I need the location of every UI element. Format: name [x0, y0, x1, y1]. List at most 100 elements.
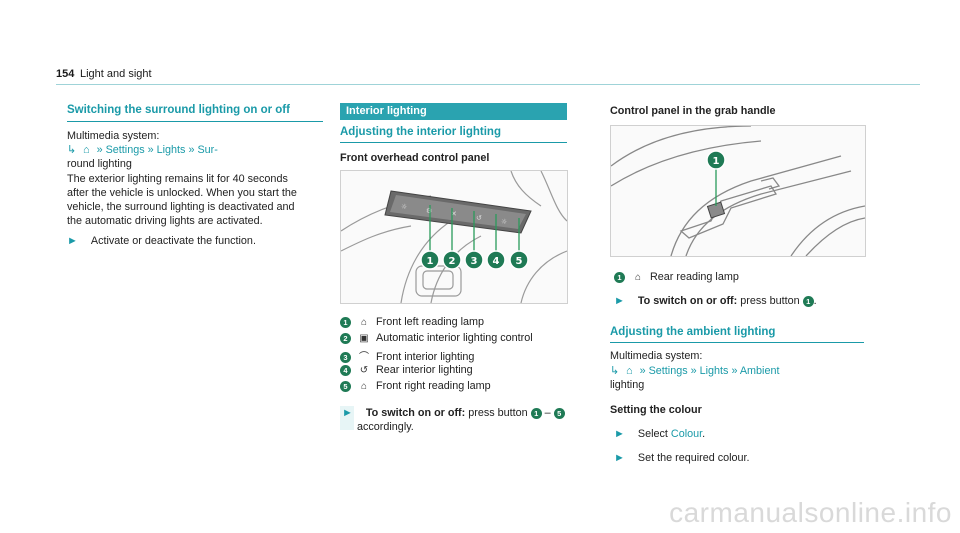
surround-lighting-heading: Switching the surround lighting on or of…	[67, 104, 290, 116]
action-step: ► To switch on or off: press button 1.	[614, 295, 817, 307]
badge: 5	[553, 407, 565, 419]
badge: 3	[340, 351, 351, 363]
svg-text:⚙: ⚙	[426, 207, 432, 215]
callout-3: 3	[471, 256, 478, 267]
heading-rule	[340, 142, 567, 143]
path-settings[interactable]: Settings	[105, 144, 145, 156]
badge: 1	[802, 295, 814, 307]
action-bold: To switch on or off:	[365, 407, 466, 419]
badge: 4	[340, 364, 351, 376]
legend-text: Automatic interior lighting control	[376, 332, 533, 344]
svg-text:☼: ☼	[401, 203, 407, 211]
home-icon[interactable]: ⌂	[626, 365, 633, 377]
set-colour-text: Set the required colour.	[637, 452, 750, 464]
page-number: 154	[56, 68, 75, 80]
multimedia-label: Multimedia system:	[610, 350, 703, 362]
path-continuation[interactable]: round lighting	[67, 158, 132, 170]
interior-lighting-banner: Interior lighting	[340, 103, 567, 120]
callout-2: 2	[449, 256, 456, 267]
ambient-lighting-heading: Adjusting the ambient lighting	[610, 326, 776, 338]
legend-text: Front interior lighting	[376, 351, 475, 363]
desc-line: after the vehicle is unlocked. When you …	[67, 187, 297, 199]
section-title: Light and sight	[80, 68, 152, 80]
svg-text:✕: ✕	[451, 210, 457, 218]
desc-line: The exterior lighting remains lit for 40…	[67, 173, 288, 185]
action-arrow-icon: ►	[614, 295, 625, 307]
svg-text:↺: ↺	[476, 214, 482, 222]
legend-item: 5 ⌂ Front right reading lamp	[340, 380, 491, 392]
action-arrow-icon: ►	[614, 428, 625, 440]
path-arrow-icon: ↳	[610, 365, 620, 377]
adjust-interior-heading: Adjusting the interior lighting	[340, 126, 501, 138]
chevron-icon: »	[147, 144, 154, 156]
path-surround[interactable]: Sur-	[197, 144, 218, 156]
front-interior-light-icon: ⌒	[359, 352, 369, 363]
front-panel-subtitle: Front overhead control panel	[340, 152, 490, 164]
badge: 1	[340, 316, 351, 328]
path-arrow-icon: ↳	[67, 144, 77, 156]
setting-colour-title: Setting the colour	[610, 404, 702, 416]
action-step: ► Select Colour.	[614, 428, 706, 440]
legend-text: Rear reading lamp	[650, 271, 739, 283]
heading-rule	[610, 342, 864, 343]
grab-handle-subtitle: Control panel in the grab handle	[610, 105, 776, 117]
header-divider	[56, 84, 920, 85]
watermark: carmanualsonline.info	[669, 497, 952, 528]
badge: 5	[340, 380, 351, 392]
path-continuation[interactable]: lighting	[610, 379, 645, 391]
legend-item: 4 ↺ Rear interior lighting	[340, 364, 473, 376]
action-cont: accordingly.	[357, 421, 414, 433]
overhead-panel-drawing: ☼⚙ ✕↺☼ 1 2 3 4 5	[341, 171, 567, 303]
select-label: Select	[637, 428, 668, 440]
grab-handle-illustration: 1	[610, 125, 866, 257]
badge: 1	[530, 407, 542, 419]
surround-description: The exterior lighting remains lit for 40…	[67, 172, 327, 228]
legend-text: Front left reading lamp	[376, 316, 485, 328]
badge: 2	[340, 332, 351, 344]
legend-text: Rear interior lighting	[376, 364, 473, 376]
action-step: ► Activate or deactivate the function.	[67, 234, 256, 248]
colour-link[interactable]: Colour	[670, 428, 703, 440]
path-lights[interactable]: Lights	[699, 365, 729, 377]
callout-1: 1	[713, 156, 720, 167]
grab-handle-drawing: 1	[611, 126, 865, 256]
path-ambient[interactable]: Ambient	[739, 365, 780, 377]
multimedia-label: Multimedia system:	[67, 130, 160, 142]
legend-item: 3 ⌒ Front interior lighting	[340, 348, 474, 363]
desc-line: vehicle, the surround lighting is deacti…	[67, 201, 295, 213]
callout-1: 1	[427, 256, 434, 267]
home-icon[interactable]: ⌂	[83, 144, 90, 156]
action-step: ► To switch on or off: press button 1 – …	[340, 406, 565, 420]
chevron-icon: »	[188, 144, 195, 156]
reading-lamp-icon: ⌂	[360, 317, 368, 328]
menu-path: ↳ ⌂ » Settings » Lights » Sur-	[67, 143, 218, 157]
rear-interior-light-icon: ↺	[359, 365, 369, 376]
reading-lamp-icon: ⌂	[634, 272, 642, 283]
path-settings[interactable]: Settings	[648, 365, 688, 377]
auto-lighting-icon: ▣	[359, 333, 369, 344]
range-dash: –	[544, 407, 551, 419]
chevron-icon: »	[690, 365, 697, 377]
chevron-icon: »	[731, 365, 738, 377]
action-text: press button	[468, 407, 528, 419]
path-lights[interactable]: Lights	[156, 144, 186, 156]
callout-4: 4	[493, 256, 500, 267]
action-bold: To switch on or off:	[637, 295, 738, 307]
reading-lamp-icon: ⌂	[360, 381, 368, 392]
action-text: Activate or deactivate the function.	[90, 235, 256, 247]
legend-text: Front right reading lamp	[376, 380, 491, 392]
action-arrow-icon: ►	[342, 407, 353, 419]
action-arrow-icon: ►	[614, 452, 625, 464]
badge: 1	[614, 271, 625, 283]
action-step: ► Set the required colour.	[614, 451, 750, 465]
chevron-icon: »	[639, 365, 646, 377]
legend-item: 2 ▣ Automatic interior lighting control	[340, 332, 533, 344]
callout-5: 5	[516, 256, 523, 267]
legend-item: 1 ⌂ Front left reading lamp	[340, 316, 484, 328]
legend-item: 1 ⌂ Rear reading lamp	[614, 270, 739, 285]
action-arrow-icon: ►	[67, 235, 78, 247]
chevron-icon: »	[96, 144, 103, 156]
overhead-panel-illustration: ☼⚙ ✕↺☼ 1 2 3 4 5	[340, 170, 568, 304]
action-highlight	[340, 406, 354, 430]
desc-line: the automatic driving lights are activat…	[67, 215, 263, 227]
